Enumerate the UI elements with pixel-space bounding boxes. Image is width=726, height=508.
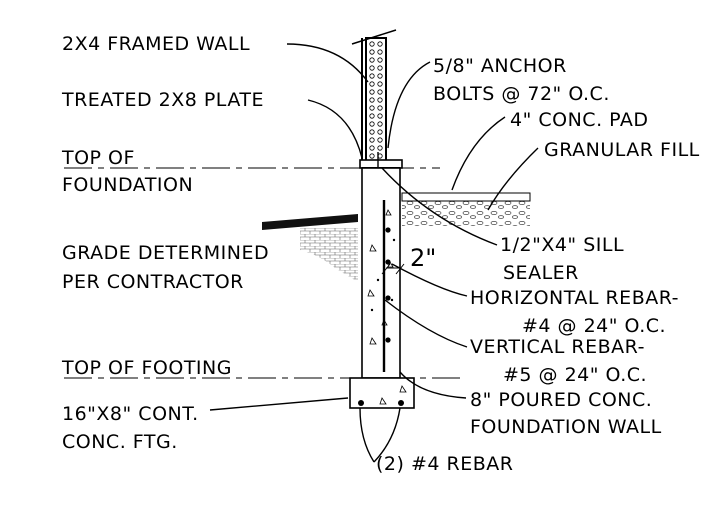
- label-footing-line2: CONC. FTG.: [62, 431, 178, 453]
- label-wall-line2: FOUNDATION WALL: [470, 416, 662, 438]
- label-grade-line2: PER CONTRACTOR: [62, 271, 244, 293]
- label-top-of: TOP OF: [61, 147, 135, 169]
- label-sill-line1: 1/2"X4" SILL: [500, 234, 624, 256]
- label-horiz-line1: HORIZONTAL REBAR-: [470, 287, 679, 309]
- grade-soil: [300, 228, 358, 282]
- label-horiz-line2: #4 @ 24" O.C.: [522, 315, 666, 337]
- label-foundation: FOUNDATION: [62, 174, 193, 196]
- treated-plate: [359, 159, 403, 169]
- foundation-wall: [361, 167, 401, 379]
- concrete-pad: [401, 192, 531, 202]
- grade-line: [262, 214, 358, 230]
- label-conc-pad: 4" CONC. PAD: [510, 109, 649, 131]
- label-vert-line1: VERTICAL REBAR-: [470, 336, 645, 358]
- label-grade-line1: GRADE DETERMINED: [62, 242, 269, 264]
- leader-lines: [209, 43, 539, 463]
- label-anchor-line1: 5/8" ANCHOR: [433, 55, 567, 77]
- label-wall-line1: 8" POURED CONC.: [470, 389, 652, 411]
- framed-wall: [351, 29, 397, 165]
- footing: [349, 377, 415, 409]
- label-footing-line1: 16"X8" CONT.: [62, 403, 199, 425]
- label-rebar: (2) #4 REBAR: [376, 453, 513, 475]
- label-treated-plate: TREATED 2X8 PLATE: [61, 89, 264, 111]
- label-top-of-footing: TOP OF FOOTING: [61, 357, 232, 379]
- label-dimension: 2": [410, 244, 436, 272]
- label-granular-fill: GRANULAR FILL: [544, 139, 700, 161]
- label-anchor-line2: BOLTS @ 72" O.C.: [433, 83, 610, 105]
- label-vert-line2: #5 @ 24" O.C.: [503, 364, 647, 386]
- label-sill-line2: SEALER: [503, 262, 579, 284]
- label-framed-wall: 2X4 FRAMED WALL: [62, 33, 250, 55]
